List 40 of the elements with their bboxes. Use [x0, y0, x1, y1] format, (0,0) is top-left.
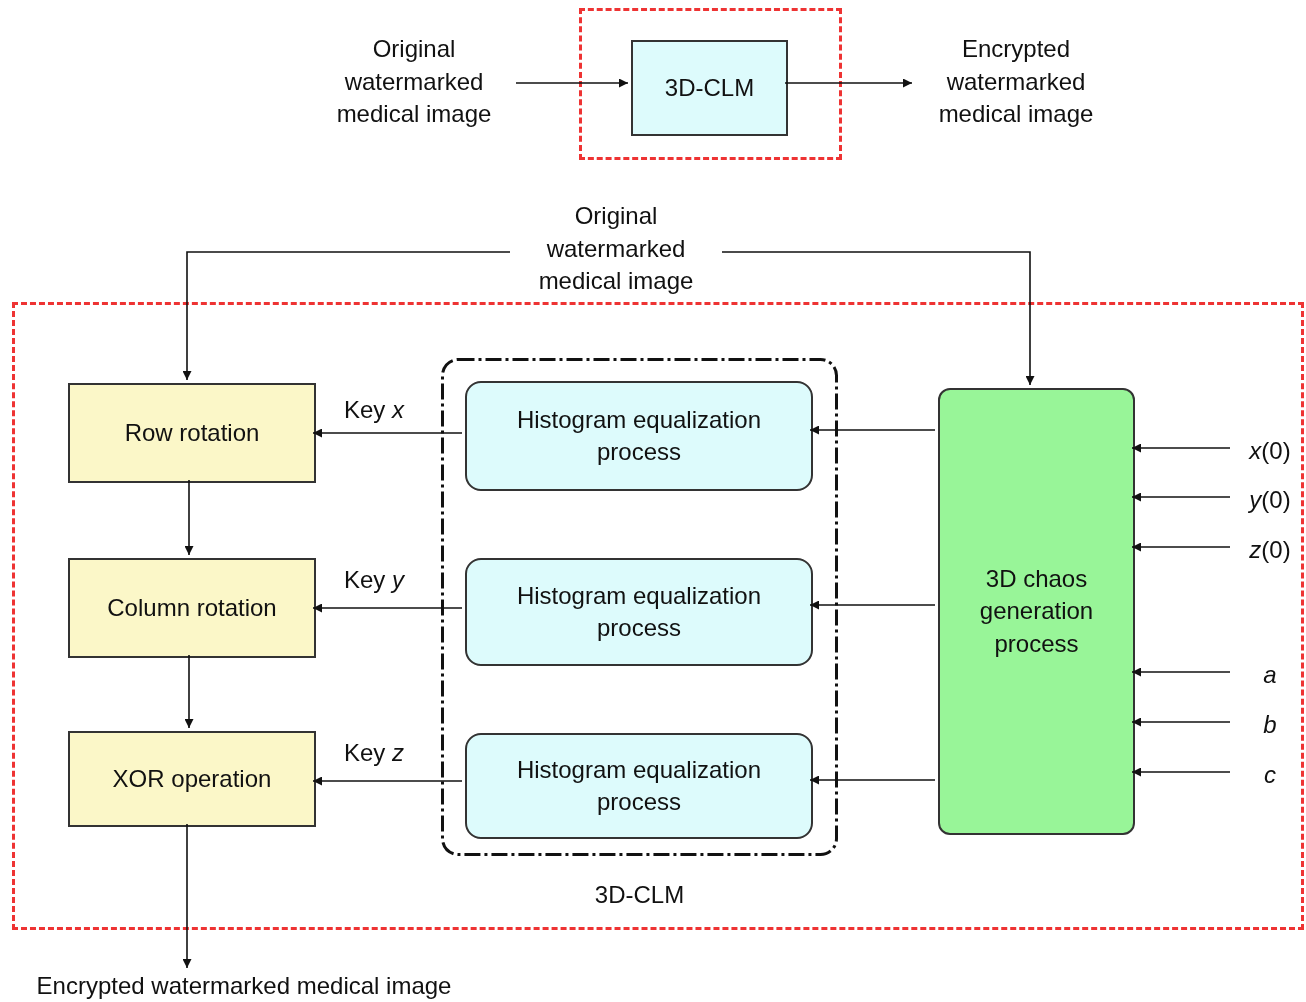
arrow [809, 425, 936, 435]
arrow [312, 603, 463, 613]
arrow [1131, 443, 1231, 453]
process-box: 3D-CLM [631, 40, 788, 136]
arrow [784, 78, 913, 88]
arrow [182, 823, 192, 969]
process-box: Row rotation [68, 383, 316, 483]
group-label: 3D-CLM [593, 881, 686, 909]
arrow [809, 600, 936, 610]
input-label: x(0) [1239, 435, 1301, 467]
dashed-frame [579, 8, 842, 160]
input-label: b [1239, 709, 1301, 741]
arrow [1131, 767, 1231, 777]
process-box: Histogram equalization process [465, 381, 813, 491]
text-label: Original watermarked medical image [318, 32, 510, 132]
arrow [515, 78, 629, 88]
text-label: Encrypted watermarked medical image [4, 970, 484, 1002]
arrow [721, 251, 1035, 386]
arrow [1131, 492, 1231, 502]
arrow [312, 428, 463, 438]
process-box: Column rotation [68, 558, 316, 658]
text-label: Original watermarked medical image [516, 198, 716, 300]
arrow [809, 775, 936, 785]
dashed-frame [12, 302, 1304, 930]
arrow [312, 776, 463, 786]
arrow [184, 479, 194, 556]
arrow [184, 654, 194, 729]
input-label: y(0) [1239, 484, 1301, 516]
arrow [1131, 717, 1231, 727]
process-box: 3D chaos generation process [938, 388, 1135, 835]
process-box: XOR operation [68, 731, 316, 827]
input-label: z(0) [1239, 534, 1301, 566]
arrow [1131, 542, 1231, 552]
text-label: Encrypted watermarked medical image [918, 32, 1114, 132]
process-box: Histogram equalization process [465, 733, 813, 839]
input-label: a [1239, 659, 1301, 691]
arrow [182, 251, 511, 381]
process-box: Histogram equalization process [465, 558, 813, 666]
input-label: c [1239, 759, 1301, 791]
arrow [1131, 667, 1231, 677]
